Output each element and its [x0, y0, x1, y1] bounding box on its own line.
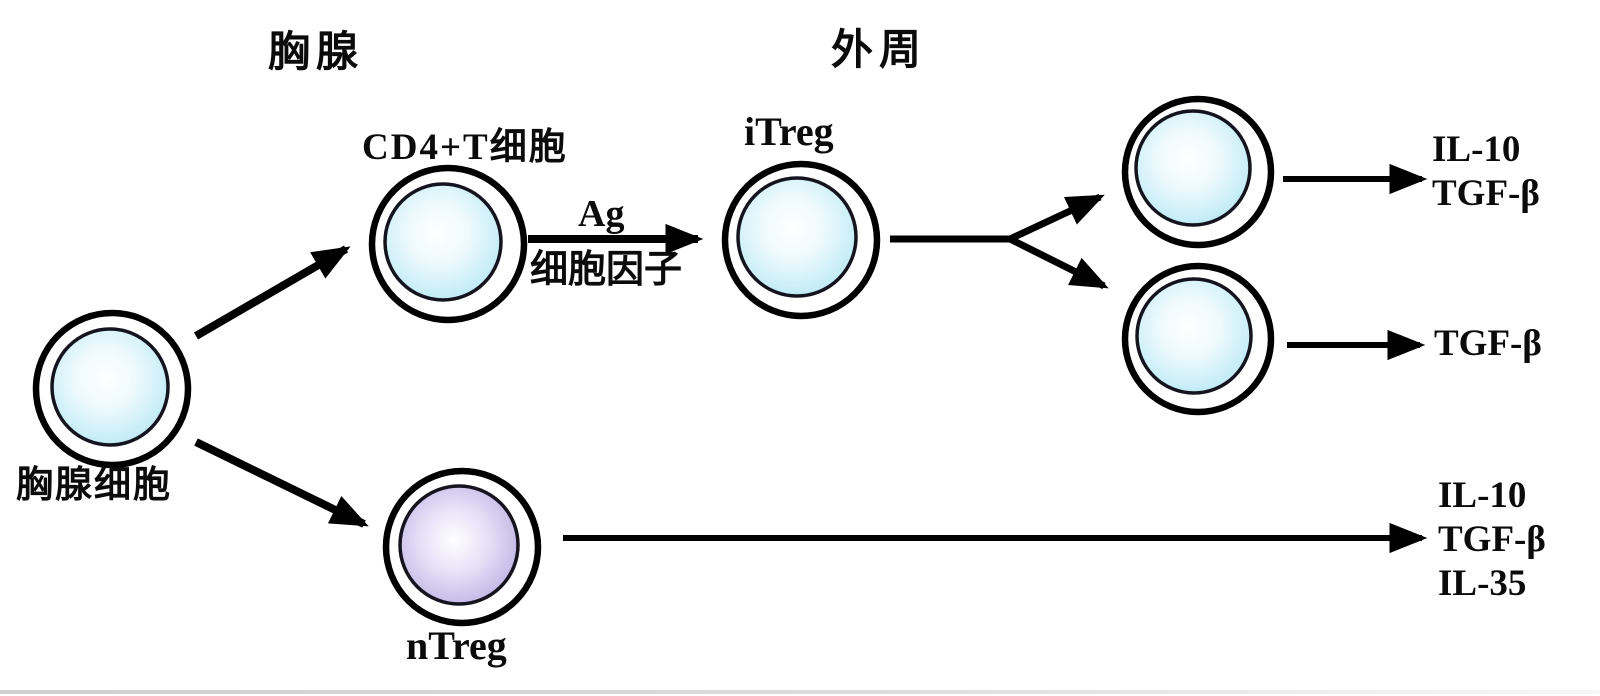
- label-ntreg: nTreg: [406, 623, 507, 668]
- label-antigen: Ag: [578, 193, 625, 235]
- region-header-periphery: 外周: [831, 28, 928, 74]
- label-thymocyte: 胸腺细胞: [16, 465, 172, 506]
- label-cytokines: 细胞因子: [530, 249, 683, 291]
- label-itreg: iTreg: [744, 109, 834, 154]
- output-cytokine: IL-10: [1432, 129, 1521, 170]
- outputs-effector-bottom: TGF-β: [1434, 322, 1542, 366]
- cell-effector-top: [1121, 95, 1275, 249]
- arrows-group: [193, 163, 1428, 554]
- output-cytokine: IL-10: [1438, 475, 1527, 516]
- cell-thymocyte: [32, 309, 192, 469]
- arrow-itreg-fork-up: [1008, 193, 1105, 243]
- arrow-itreg-fork-down: [1008, 235, 1109, 290]
- arrow-thymocyte-to-ntreg: [194, 438, 369, 528]
- bottom-border-line: [0, 690, 1600, 694]
- cell-cd4-t: [368, 164, 528, 324]
- cell-ntreg: [382, 467, 542, 627]
- output-cytokine: TGF-β: [1434, 323, 1542, 364]
- outputs-ntreg: IL-10 TGF-β IL-35: [1438, 474, 1546, 606]
- cell-itreg: [721, 160, 881, 320]
- output-cytokine: IL-35: [1438, 563, 1527, 604]
- label-cd4-t-cell: CD4+T细胞: [362, 127, 568, 168]
- output-cytokine: TGF-β: [1432, 173, 1540, 214]
- arrow-thymocyte-to-cd4t: [193, 245, 351, 340]
- output-cytokine: TGF-β: [1438, 519, 1546, 560]
- region-header-thymus: 胸腺: [268, 30, 365, 76]
- outputs-effector-top: IL-10 TGF-β: [1432, 128, 1540, 216]
- cell-effector-bottom: [1121, 262, 1275, 416]
